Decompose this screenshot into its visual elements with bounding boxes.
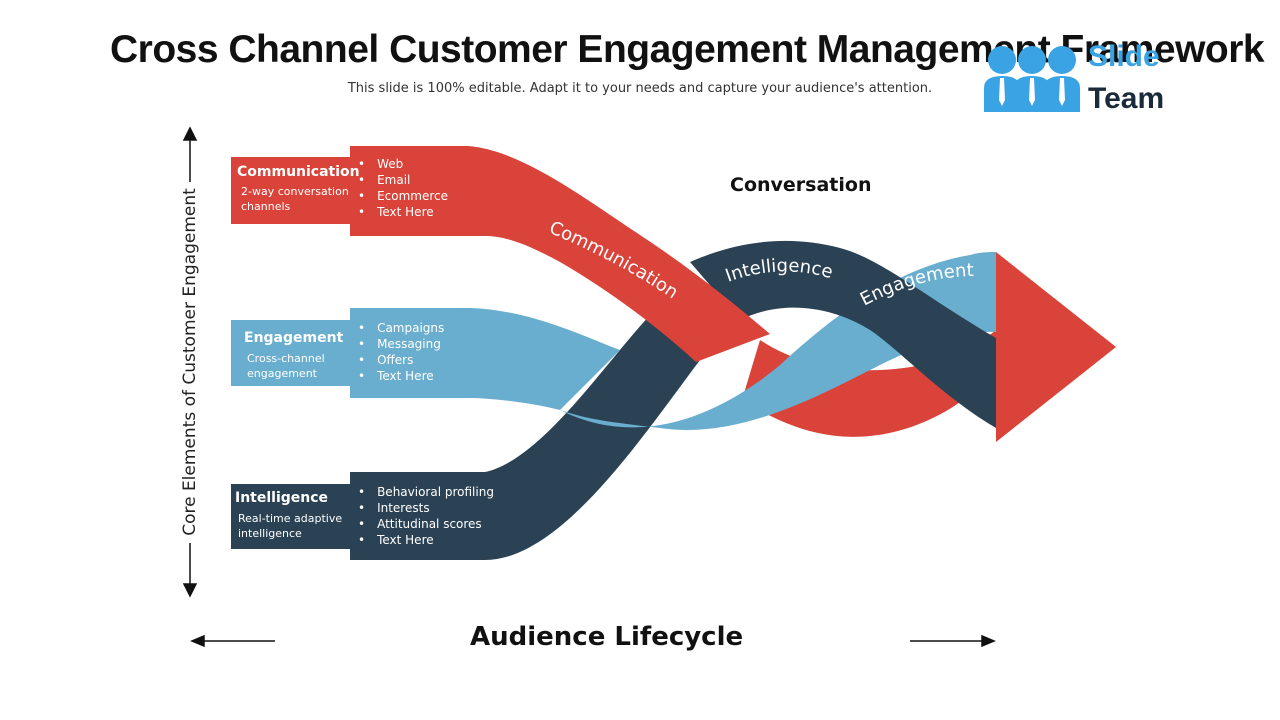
logo-text-slide: Slide xyxy=(1088,40,1160,73)
communication-band xyxy=(350,146,770,362)
list-item: Text Here xyxy=(352,204,448,220)
list-item: Text Here xyxy=(352,532,494,548)
list-item: Behavioral profiling xyxy=(352,484,494,500)
page-subtitle: This slide is 100% editable. Adapt it to… xyxy=(347,81,933,96)
communication-description: 2-way conversation channels xyxy=(241,185,349,213)
y-axis-arrow xyxy=(182,126,198,598)
list-item: Attitudinal scores xyxy=(352,516,494,532)
intelligence-band-upper xyxy=(690,240,996,428)
list-item: Web xyxy=(352,156,448,172)
people-group-icon xyxy=(984,46,1080,112)
intelligence-title: Intelligence xyxy=(235,490,329,506)
list-item: Interests xyxy=(352,500,494,516)
engagement-description: Cross-channel engagement xyxy=(247,352,325,380)
intelligence-box xyxy=(231,484,361,549)
communication-band-loop xyxy=(742,330,996,437)
arrow-head xyxy=(996,252,1116,442)
list-item: Ecommerce xyxy=(352,188,448,204)
x-axis-arrows xyxy=(190,634,996,648)
list-item: Campaigns xyxy=(352,320,444,336)
list-item: Email xyxy=(352,172,448,188)
communication-title: Communication xyxy=(237,164,360,180)
list-item: Offers xyxy=(352,352,444,368)
engagement-bullets: Campaigns Messaging Offers Text Here xyxy=(352,320,444,384)
intelligence-bullets: Behavioral profiling Interests Attitudin… xyxy=(352,484,494,548)
center-label: Conversation xyxy=(730,174,872,196)
engagement-title: Engagement xyxy=(244,330,344,346)
x-axis-label: Audience Lifecycle xyxy=(470,622,744,652)
engagement-band xyxy=(350,252,996,430)
list-item: Messaging xyxy=(352,336,444,352)
list-item: Text Here xyxy=(352,368,444,384)
logo-text-team: Team xyxy=(1088,82,1165,115)
intelligence-description: Real-time adaptive intelligence xyxy=(238,512,343,540)
communication-bullets: Web Email Ecommerce Text Here xyxy=(352,156,448,220)
communication-box xyxy=(231,157,361,224)
engagement-box xyxy=(231,320,361,386)
y-axis-label: Core Elements of Customer Engagement xyxy=(180,188,200,536)
